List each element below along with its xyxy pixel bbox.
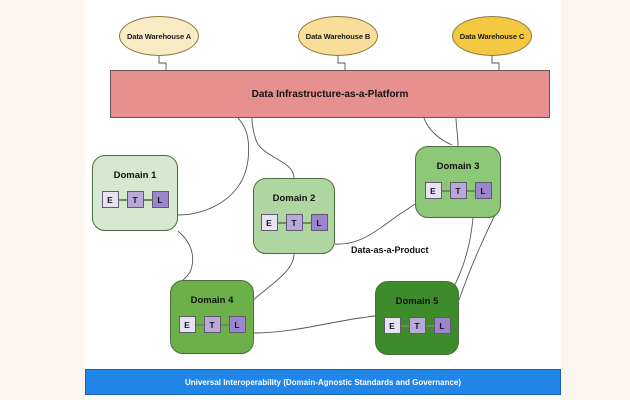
warehouse-a-label: Data Warehouse A [126, 31, 192, 41]
etl-link [302, 221, 311, 224]
etl-load[interactable]: L [228, 316, 246, 333]
etl-transform[interactable]: T [203, 316, 221, 333]
domain-3-title: Domain 3 [436, 161, 480, 172]
warehouse-a[interactable]: Data Warehouse A [119, 16, 199, 56]
warehouse-b[interactable]: Data Warehouse B [298, 16, 378, 56]
warehouse-c[interactable]: Data Warehouse C [452, 16, 532, 56]
domain-4-etl-row: E T L [178, 316, 246, 333]
domain-2[interactable]: Domain 2 E T L [253, 178, 335, 254]
domain-4[interactable]: Domain 4 E T L [170, 280, 254, 354]
etl-link [277, 221, 286, 224]
domain-3[interactable]: Domain 3 E T L [415, 146, 501, 218]
data-as-a-product-label: Data-as-a-Product [351, 245, 429, 255]
domain-3-etl-row: E T L [424, 182, 492, 199]
etl-extract[interactable]: E [101, 191, 119, 208]
etl-extract[interactable]: E [260, 214, 278, 231]
domain-5-title: Domain 5 [395, 296, 439, 307]
etl-transform[interactable]: T [408, 317, 426, 334]
etl-link [441, 189, 450, 192]
warehouse-c-label: Data Warehouse C [459, 31, 525, 41]
etl-link [143, 198, 152, 201]
platform-bar-label: Data Infrastructure-as-a-Platform [251, 88, 409, 100]
domain-2-etl-row: E T L [260, 214, 328, 231]
governance-bar[interactable]: Universal Interoperability (Domain-Agnos… [85, 369, 561, 395]
platform-bar[interactable]: Data Infrastructure-as-a-Platform [110, 70, 550, 118]
domain-1-etl-row: E T L [101, 191, 169, 208]
etl-transform[interactable]: T [449, 182, 467, 199]
etl-transform[interactable]: T [285, 214, 303, 231]
etl-extract[interactable]: E [383, 317, 401, 334]
etl-transform[interactable]: T [126, 191, 144, 208]
domain-2-title: Domain 2 [272, 193, 316, 204]
domain-1[interactable]: Domain 1 E T L [92, 155, 178, 231]
etl-link [118, 198, 127, 201]
domain-5[interactable]: Domain 5 E T L [375, 281, 459, 355]
etl-load[interactable]: L [474, 182, 492, 199]
warehouse-b-label: Data Warehouse B [305, 31, 371, 41]
etl-link [425, 324, 434, 327]
etl-extract[interactable]: E [424, 182, 442, 199]
etl-link [466, 189, 475, 192]
etl-link [195, 323, 204, 326]
etl-link [220, 323, 229, 326]
etl-extract[interactable]: E [178, 316, 196, 333]
etl-load[interactable]: L [310, 214, 328, 231]
etl-load[interactable]: L [151, 191, 169, 208]
domain-5-etl-row: E T L [383, 317, 451, 334]
etl-load[interactable]: L [433, 317, 451, 334]
domain-1-title: Domain 1 [113, 170, 157, 181]
etl-link [400, 324, 409, 327]
domain-4-title: Domain 4 [190, 295, 234, 306]
governance-bar-label: Universal Interoperability (Domain-Agnos… [184, 377, 462, 387]
